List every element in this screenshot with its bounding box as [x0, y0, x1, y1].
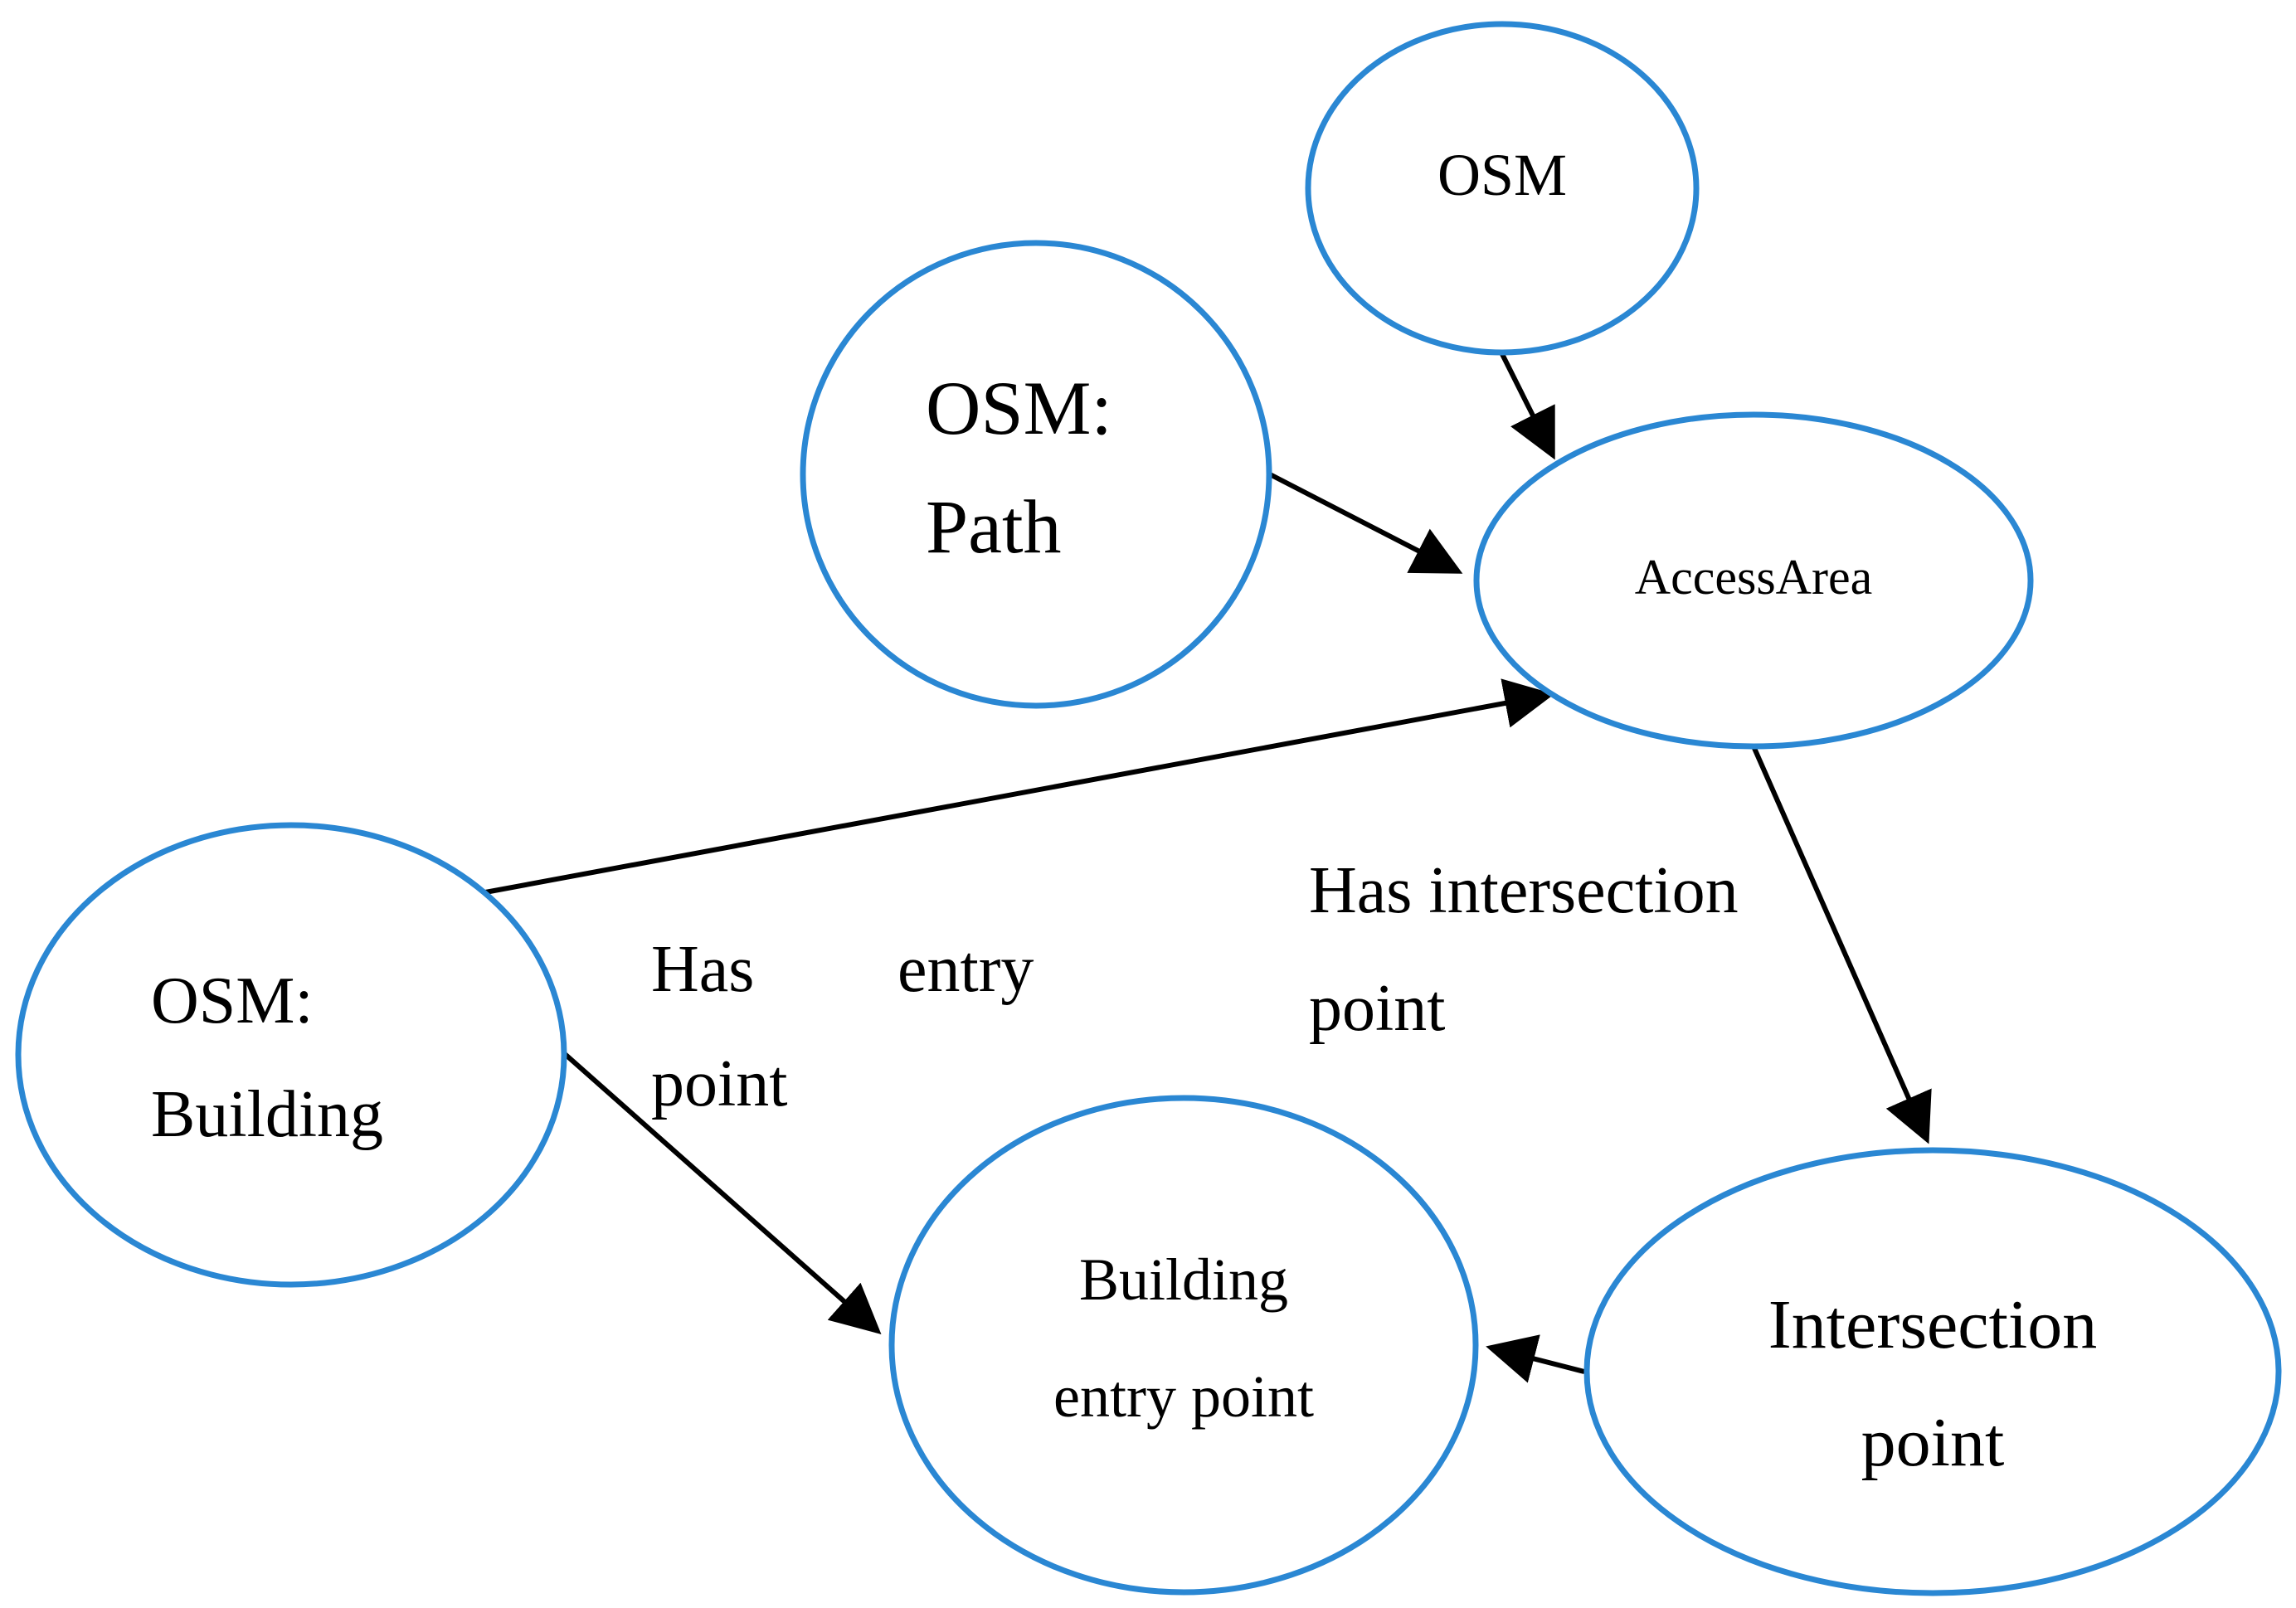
edge-label-has-intersection-line1: Has intersection	[1309, 854, 1739, 927]
node-accessarea-label: AccessArea	[1635, 550, 1873, 605]
node-intersection-point-line2: point	[1861, 1404, 2005, 1481]
edge-label-point: point	[651, 1047, 787, 1120]
node-building-entry-point-ellipse	[888, 1095, 1479, 1596]
edge-label-has: Has	[651, 933, 754, 1006]
node-osm-building: OSM: Building	[15, 822, 567, 1288]
node-osm-building-line1: OSM:	[151, 964, 314, 1037]
edge-label-has-intersection-point: Has intersection point	[1309, 854, 1739, 1045]
node-accessarea: AccessArea	[1473, 411, 2034, 750]
node-building-entry-point-line1: Building	[1079, 1246, 1288, 1313]
node-osm-building-line2: Building	[151, 1078, 383, 1151]
node-osm-path-ellipse	[800, 240, 1272, 709]
node-osm-ellipse	[1305, 21, 1700, 356]
node-osm-building-ellipse	[15, 822, 567, 1288]
edge-path-to-accessarea	[1268, 472, 1463, 574]
node-intersection-point-line1: Intersection	[1768, 1286, 2098, 1363]
edge-label-entry: entry	[897, 933, 1034, 1006]
node-accessarea-ellipse	[1473, 411, 2034, 750]
edge-intersection-to-entrypoint	[1486, 1334, 1585, 1383]
node-osm: OSM	[1305, 21, 1700, 356]
edge-label-has-intersection-line2: point	[1309, 972, 1445, 1045]
node-building-entry-point: Building entry point	[888, 1095, 1479, 1596]
node-building-entry-point-line2: entry point	[1053, 1363, 1314, 1430]
node-osm-path: OSM: Path	[800, 240, 1272, 709]
edge-building-to-accessarea	[484, 678, 1554, 895]
node-osm-label: OSM	[1437, 142, 1567, 208]
edge-building-to-entrypoint	[563, 1052, 882, 1334]
node-intersection-point-ellipse	[1583, 1147, 2282, 1596]
edges	[484, 352, 1932, 1383]
edge-label-has-entry-point: Has entry point	[651, 933, 1034, 1120]
edge-accessarea-to-intersection	[1751, 745, 1932, 1144]
node-osm-path-line1: OSM:	[926, 366, 1112, 450]
node-intersection-point: Intersection point	[1583, 1147, 2282, 1596]
node-osm-path-line2: Path	[926, 484, 1062, 569]
edge-osm-to-accessarea	[1500, 352, 1555, 460]
